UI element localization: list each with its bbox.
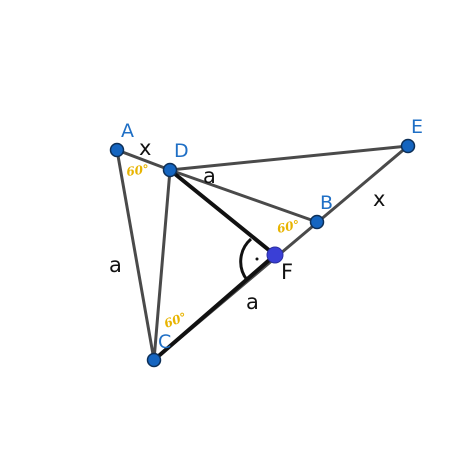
angle-dot-F xyxy=(255,257,259,261)
segment-DF xyxy=(168,168,277,257)
segment-AD xyxy=(115,148,172,172)
point-label-F: F xyxy=(281,260,293,284)
point-label-D: D xyxy=(174,140,189,162)
point-A[interactable] xyxy=(109,142,125,158)
point-label-E: E xyxy=(411,116,423,138)
segment-label-DB: a xyxy=(203,164,216,188)
angle-label-B: 60° xyxy=(276,218,301,236)
segment-DE xyxy=(168,144,410,172)
point-B[interactable] xyxy=(309,214,325,230)
angle-arc-F xyxy=(239,237,253,281)
angle-label-A: 60° xyxy=(125,162,149,179)
segment-label-BE: x xyxy=(373,187,385,211)
segment-label-AD: x xyxy=(139,136,151,160)
point-label-B: B xyxy=(320,192,333,214)
point-C[interactable] xyxy=(146,352,162,368)
segment-AC xyxy=(115,148,156,362)
segment-CF xyxy=(152,253,277,362)
point-label-A: A xyxy=(121,120,134,142)
point-D[interactable] xyxy=(162,162,178,178)
segment-DC xyxy=(152,168,172,362)
point-F[interactable] xyxy=(266,246,284,264)
segment-label-AC: a xyxy=(109,253,122,277)
angle-label-C: 60° xyxy=(162,310,188,331)
point-label-C: C xyxy=(158,331,171,353)
point-E[interactable] xyxy=(400,138,416,154)
segment-DB xyxy=(168,168,319,224)
segment-label-CF: a xyxy=(246,290,259,314)
